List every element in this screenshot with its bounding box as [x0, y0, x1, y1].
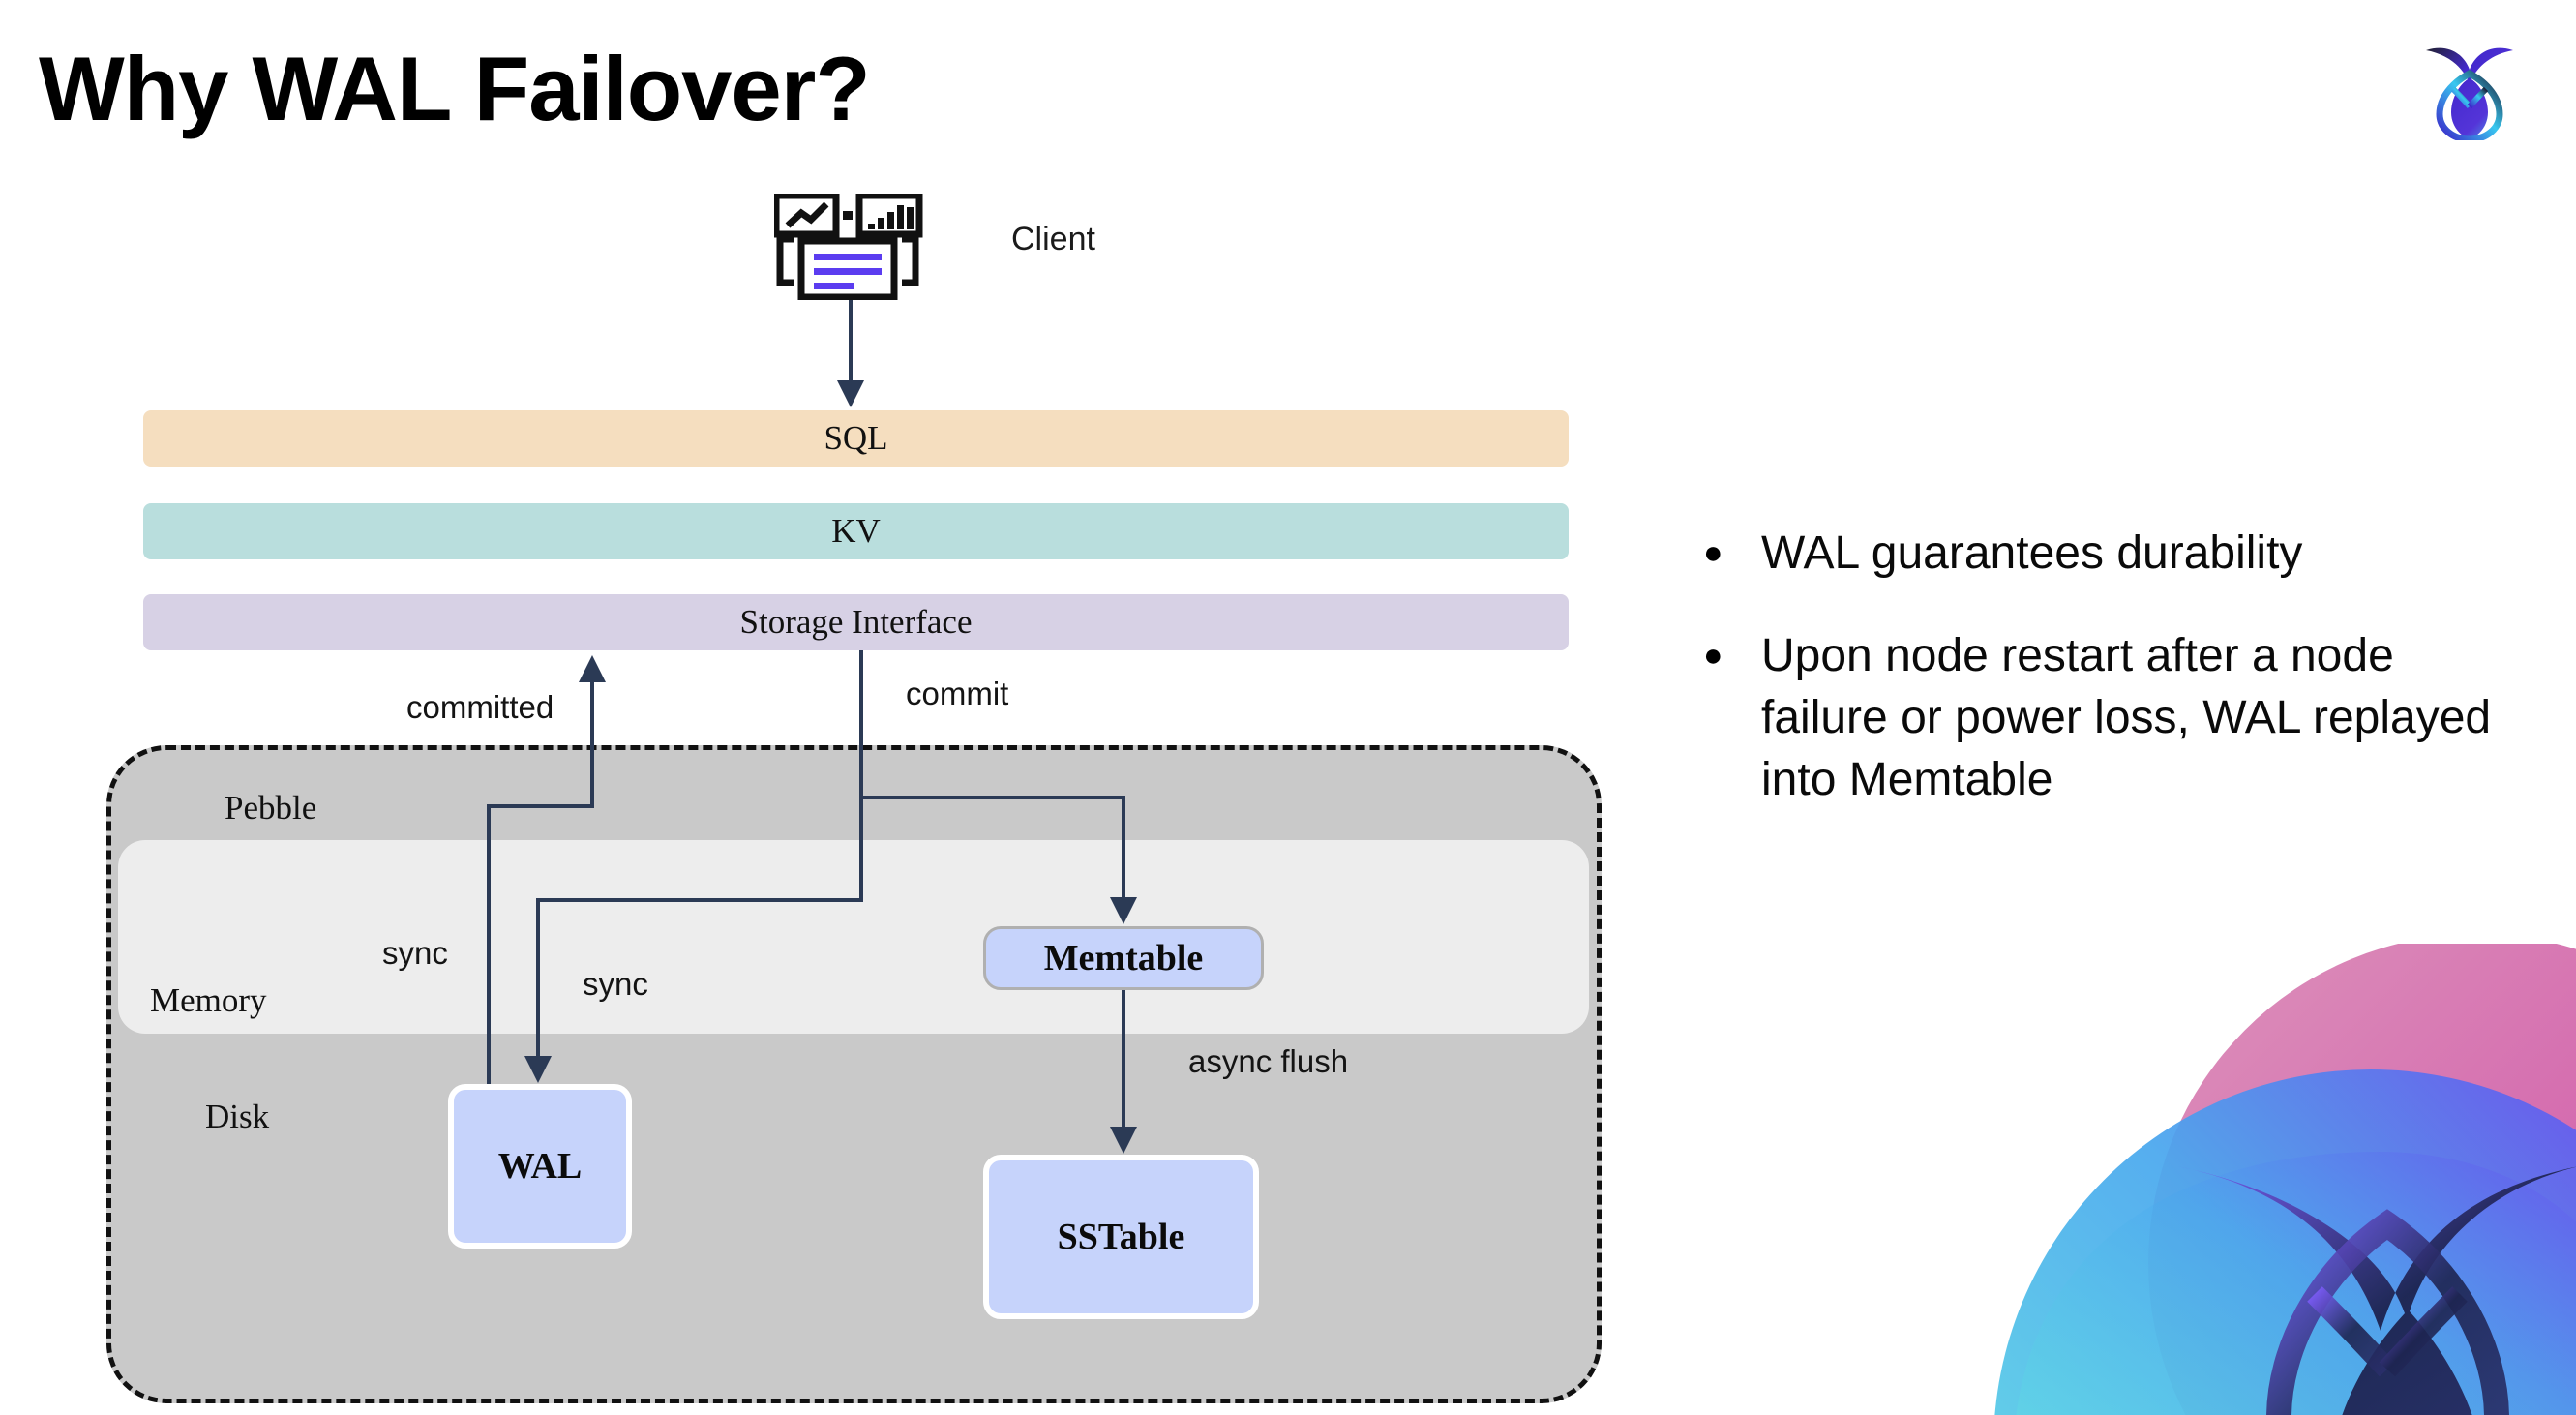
- layer-bar-sql-label: SQL: [824, 419, 888, 457]
- layer-bar-sql: SQL: [143, 410, 1569, 467]
- client-label: Client: [1011, 221, 1095, 257]
- list-item: ● Upon node restart after a node failure…: [1703, 625, 2516, 811]
- bullet-list: ● WAL guarantees durability ● Upon node …: [1703, 523, 2516, 852]
- memory-label: Memory: [150, 981, 267, 1019]
- bullet-text: WAL guarantees durability: [1761, 527, 2303, 579]
- bullet-marker-icon: ●: [1703, 534, 1723, 571]
- list-item: ● WAL guarantees durability: [1703, 523, 2516, 585]
- bullet-text: Upon node restart after a node failure o…: [1761, 630, 2492, 805]
- edge-label-sync-2: sync: [583, 966, 648, 1002]
- architecture-diagram: Client SQL KV Storage Interface Pebble M…: [106, 194, 1602, 1403]
- layer-bar-kv-label: KV: [831, 512, 881, 550]
- node-wal: WAL: [448, 1084, 632, 1249]
- memory-panel: [118, 840, 1589, 1034]
- node-memtable: Memtable: [983, 926, 1264, 990]
- edge-label-sync-1: sync: [382, 935, 448, 971]
- layer-bar-storage-label: Storage Interface: [739, 603, 973, 641]
- node-wal-label: WAL: [497, 1146, 583, 1187]
- pebble-label: Pebble: [225, 789, 317, 827]
- disk-label: Disk: [205, 1098, 270, 1135]
- edge-label-async-flush: async flush: [1188, 1043, 1349, 1079]
- edge-label-commit: commit: [906, 676, 1009, 711]
- cockroach-logo-icon: [2426, 47, 2513, 140]
- page-title: Why WAL Failover?: [39, 38, 871, 139]
- edge-label-committed: committed: [406, 689, 554, 725]
- diagram-connectors: [487, 300, 1137, 1154]
- client-dashboard-icon: [774, 194, 923, 300]
- layer-bar-kv: KV: [143, 503, 1569, 559]
- node-memtable-label: Memtable: [1043, 938, 1204, 978]
- node-sstable: SSTable: [983, 1155, 1259, 1319]
- bullet-marker-icon: ●: [1703, 637, 1723, 674]
- decorative-brand-motif: [1994, 944, 2576, 1415]
- node-sstable-label: SSTable: [1057, 1217, 1185, 1257]
- layer-bar-storage-interface: Storage Interface: [143, 594, 1569, 650]
